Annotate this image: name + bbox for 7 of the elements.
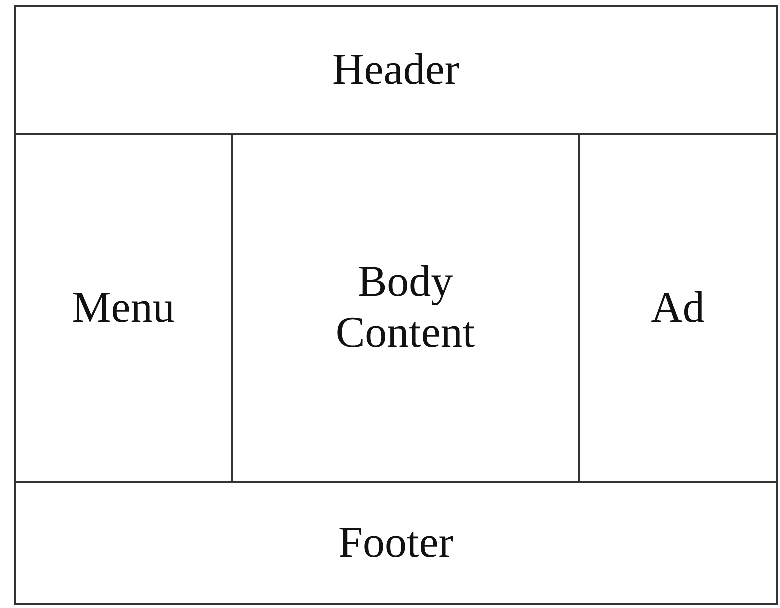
region-label: Header bbox=[331, 44, 460, 96]
region-label: Body Content bbox=[334, 257, 476, 359]
region-label: Ad bbox=[650, 282, 706, 334]
region-label: Footer bbox=[338, 518, 454, 568]
header-region bbox=[14, 5, 778, 135]
footer-region bbox=[14, 481, 778, 605]
region-label: Menu bbox=[71, 282, 176, 334]
